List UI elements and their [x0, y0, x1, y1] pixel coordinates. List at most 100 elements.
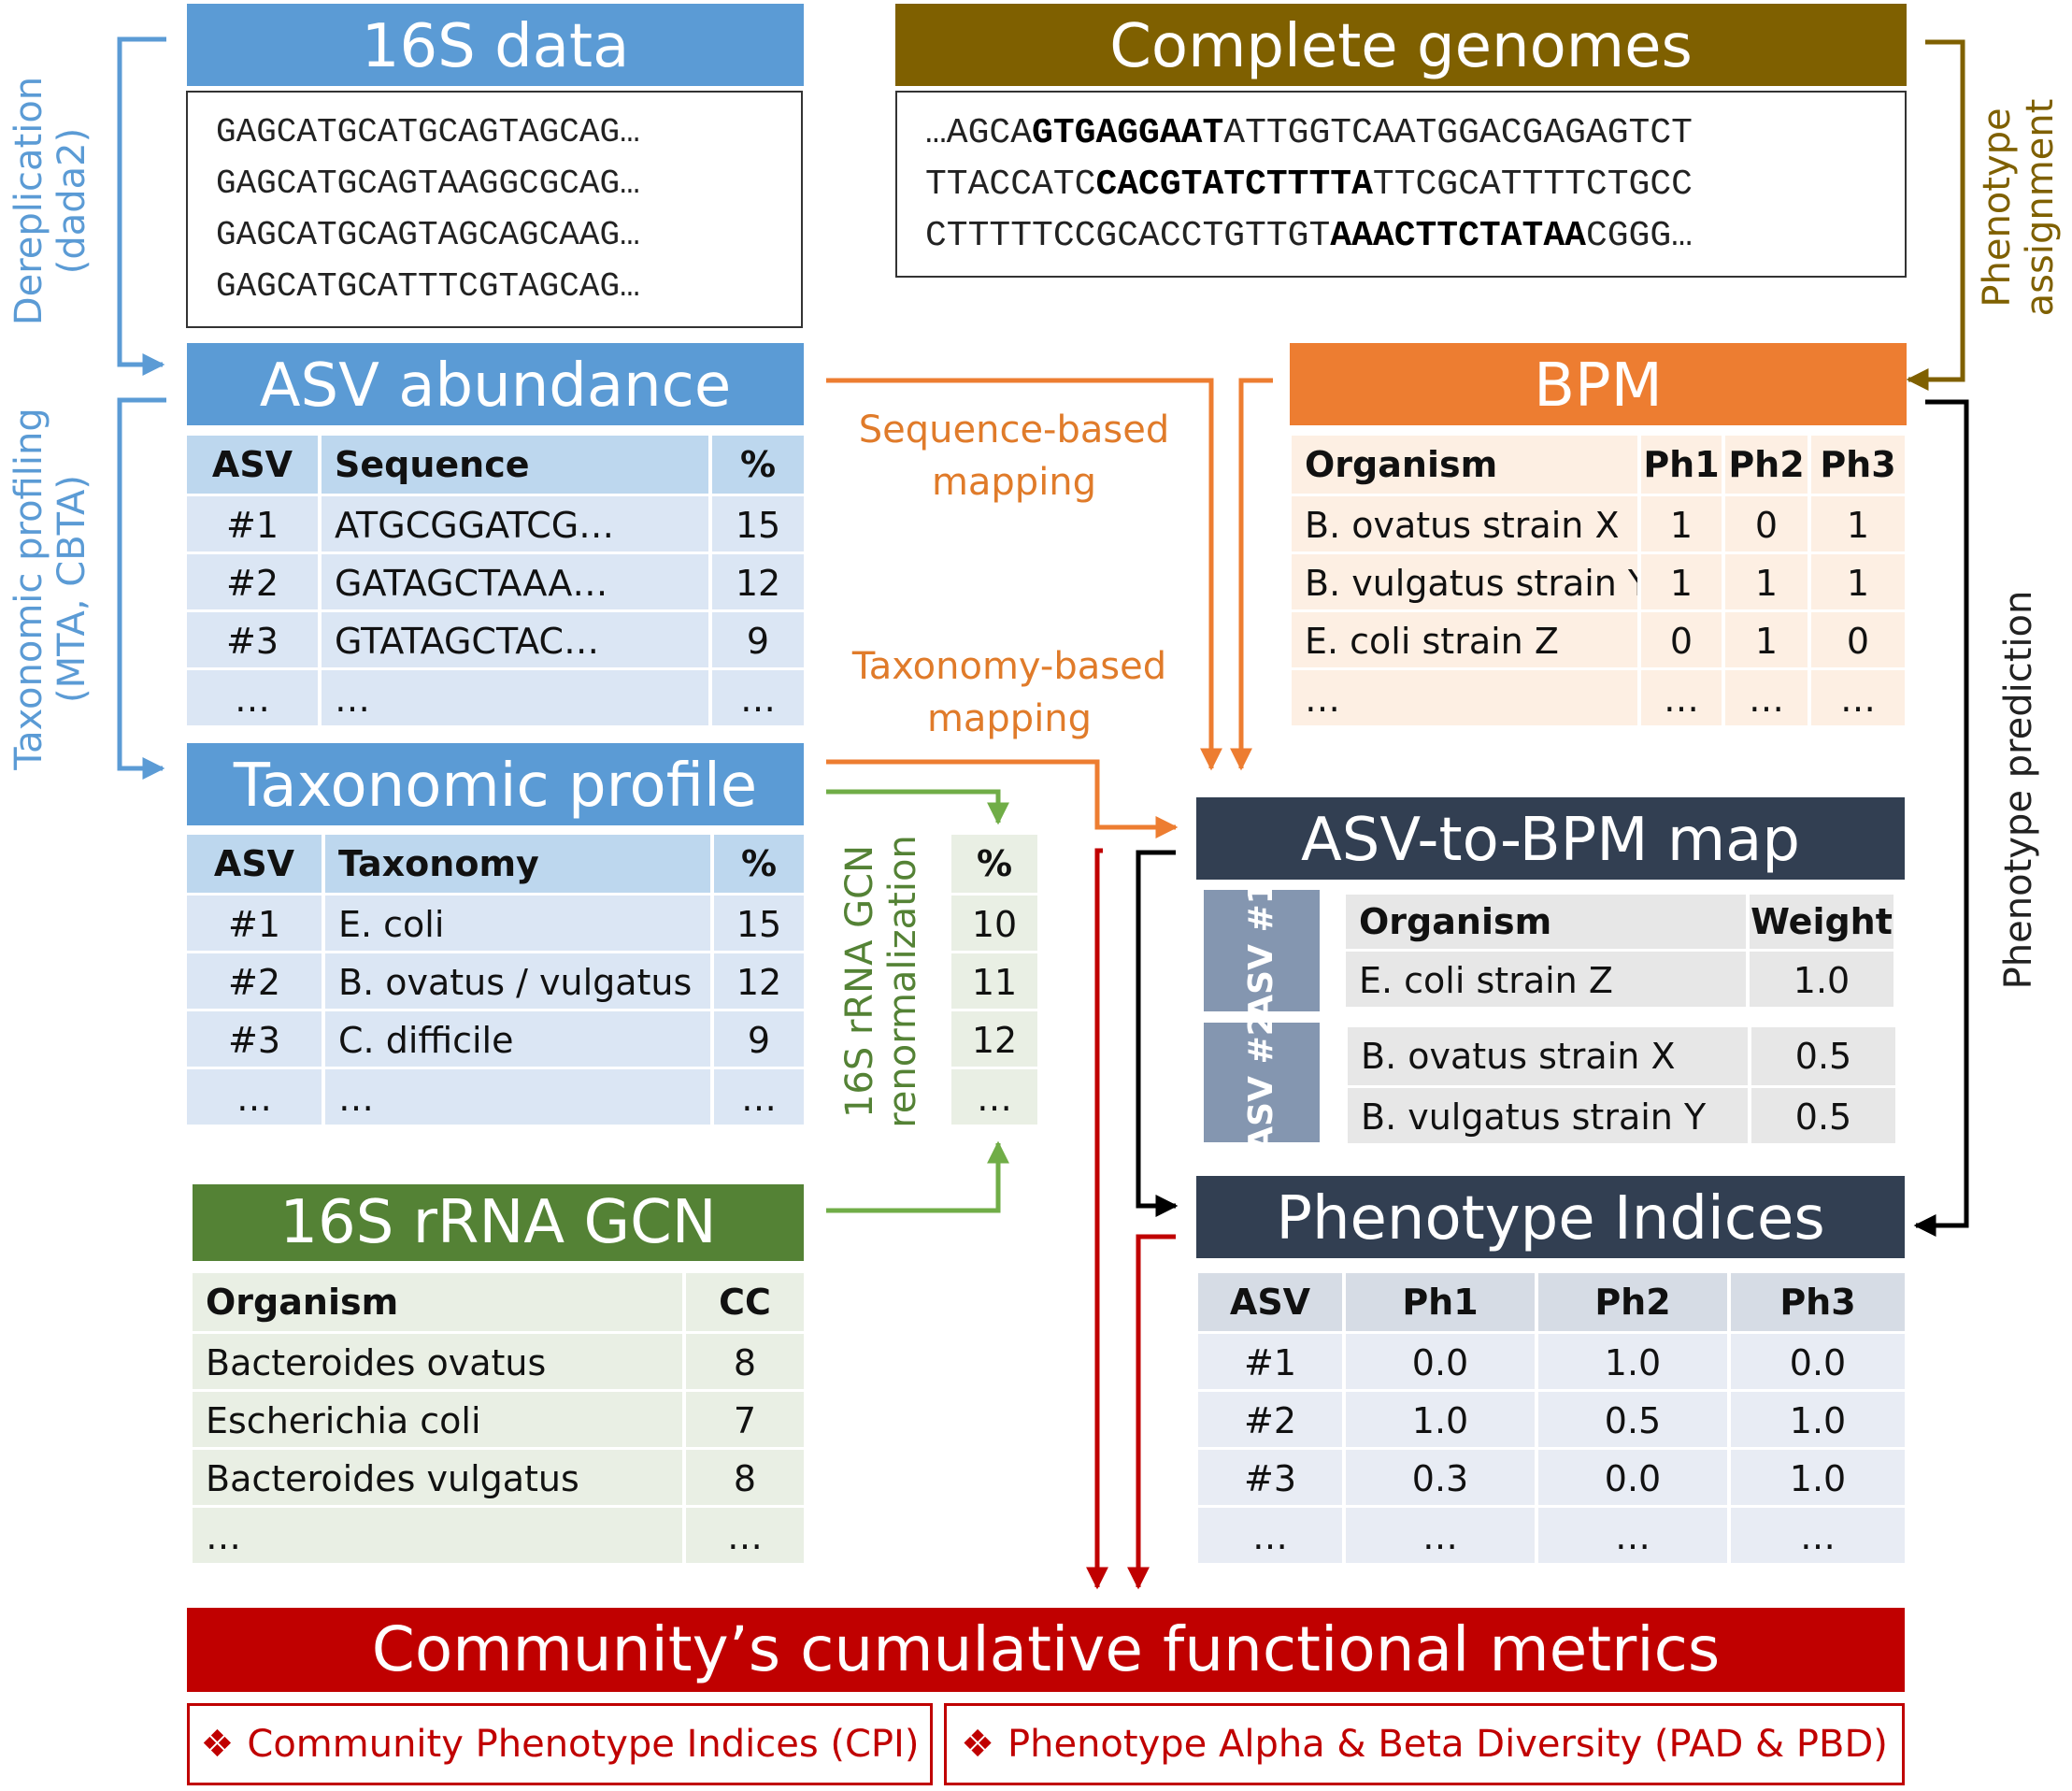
sequence-line: GAGCATGCAGTAAGGCGCAG… — [216, 165, 640, 203]
indices-to-metrics-arrow — [1127, 1234, 1176, 1590]
table-cell: B. ovatus strain X — [1348, 1027, 1748, 1085]
genome-line: …AGCAGTGAGGAATATTGGTCAATGGACGAGAGTCT — [925, 113, 1693, 153]
table-cell: 9 — [714, 1009, 804, 1067]
table-cell: 7 — [686, 1389, 804, 1447]
table-cell: … — [951, 1067, 1037, 1125]
community-metrics-header: Community’s cumulative functional metric… — [187, 1608, 1905, 1692]
sequence-line: GAGCATGCATGCAGTAGCAG… — [216, 113, 640, 151]
table-cell: #1 — [187, 893, 322, 951]
table-header-cell: % — [951, 835, 1037, 893]
taxonomic-profile-table: ASV Taxonomy % #1 E. coli 15 #2 B. ovatu… — [187, 835, 804, 1125]
asv-1-tag: ASV #1 — [1204, 881, 1320, 1021]
table-cell: Bacteroides vulgatus — [193, 1447, 682, 1505]
metric-label: Phenotype Alpha & Beta Diversity (PAD & … — [1007, 1723, 1888, 1766]
table-cell: 1 — [1811, 494, 1905, 552]
metric-pad-pbd: ❖Phenotype Alpha & Beta Diversity (PAD &… — [944, 1703, 1905, 1785]
table-header-cell: Ph2 — [1725, 436, 1808, 494]
table-header-cell: Ph3 — [1811, 436, 1905, 494]
table-cell: E. coli — [325, 893, 710, 951]
table-cell: 1.0 — [1538, 1331, 1727, 1389]
table-cell: 1 — [1641, 494, 1722, 552]
table-cell: … — [1731, 1505, 1905, 1563]
table-cell: #2 — [187, 552, 318, 609]
table-cell: 1.0 — [1731, 1389, 1905, 1447]
table-header-cell: ASV — [187, 436, 318, 494]
table-cell: 1 — [1641, 552, 1722, 609]
gcn-header: 16S rRNA GCN — [193, 1184, 804, 1261]
table-cell: 0.3 — [1346, 1447, 1535, 1505]
table-cell: 0 — [1811, 609, 1905, 667]
table-cell: B. vulgatus strain Y — [1292, 552, 1637, 609]
table-cell: #3 — [187, 1009, 322, 1067]
table-cell: 12 — [714, 951, 804, 1009]
map-to-indices-arrow — [1136, 850, 1179, 1217]
table-header-cell: Ph1 — [1641, 436, 1722, 494]
table-cell: 1 — [1725, 552, 1808, 609]
table-cell: GATAGCTAAA… — [322, 552, 708, 609]
table-cell: … — [187, 667, 318, 725]
table-header-cell: % — [712, 436, 804, 494]
table-header-cell: Ph3 — [1731, 1273, 1905, 1331]
phenotype-prediction-arrow — [1913, 399, 1969, 1237]
table-header-cell: % — [714, 835, 804, 893]
table-cell: 0.0 — [1731, 1331, 1905, 1389]
table-cell: #3 — [187, 609, 318, 667]
taxonomy-mapping-arrow — [826, 759, 1179, 838]
table-cell: 0 — [1641, 609, 1722, 667]
phenotype-indices-header: Phenotype Indices — [1196, 1176, 1905, 1258]
asv-to-bpm-header: ASV-to-BPM map — [1196, 797, 1905, 880]
table-cell: Escherichia coli — [193, 1389, 682, 1447]
table-cell: E. coli strain Z — [1346, 949, 1746, 1007]
renorm-arrow-bottom — [826, 1140, 1009, 1213]
table-cell: 8 — [686, 1331, 804, 1389]
table-cell: 0 — [1725, 494, 1808, 552]
asv-abundance-header: ASV abundance — [187, 343, 804, 425]
table-cell: B. ovatus / vulgatus — [325, 951, 710, 1009]
table-cell: … — [1346, 1505, 1535, 1563]
gcn-table: Organism CC Bacteroides ovatus 8 Escheri… — [193, 1273, 804, 1563]
table-cell: … — [1641, 667, 1722, 725]
table-cell: B. ovatus strain X — [1292, 494, 1637, 552]
table-header-cell: Taxonomy — [325, 835, 710, 893]
dereplication-arrow — [117, 36, 166, 376]
asv-abundance-table: ASV Sequence % #1 ATGCGGATCG… 15 #2 GATA… — [187, 436, 804, 725]
table-cell: C. difficile — [325, 1009, 710, 1067]
table-cell: … — [712, 667, 804, 725]
table-cell: 1.0 — [1750, 949, 1893, 1007]
table-header-cell: ASV — [187, 835, 322, 893]
taxonomic-profiling-label: Taxonomic profiling(MTA, CBTA) — [7, 408, 93, 770]
table-cell: #2 — [187, 951, 322, 1009]
table-header-cell: Organism — [193, 1273, 682, 1331]
table-cell: … — [193, 1505, 682, 1563]
table-header-cell: ASV — [1198, 1273, 1342, 1331]
table-cell: #1 — [187, 494, 318, 552]
table-cell: … — [1292, 667, 1637, 725]
table-cell: … — [325, 1067, 710, 1125]
diamond-icon: ❖ — [200, 1723, 235, 1766]
table-header-cell: Organism — [1292, 436, 1637, 494]
data16s-header: 16S data — [187, 4, 804, 86]
asv-2-tag: ASV #2 — [1204, 1012, 1320, 1153]
table-cell: ATGCGGATCG… — [322, 494, 708, 552]
table-cell: 12 — [951, 1009, 1037, 1067]
table-header-cell: Ph1 — [1346, 1273, 1535, 1331]
table-cell: 0.5 — [1538, 1389, 1727, 1447]
phenotype-prediction-label: Phenotype prediction — [1997, 590, 2040, 990]
table-cell: 11 — [951, 951, 1037, 1009]
bpm-table: Organism Ph1 Ph2 Ph3 B. ovatus strain X … — [1292, 436, 1905, 725]
taxonomic-profiling-arrow — [117, 397, 166, 780]
sequence-line: GAGCATGCAGTAGCAGCAAG… — [216, 216, 640, 254]
table-cell: 0.0 — [1346, 1331, 1535, 1389]
data16s-sequence-box: GAGCATGCATGCAGTAGCAG… GAGCATGCAGTAAGGCGC… — [186, 91, 803, 328]
table-cell: … — [322, 667, 708, 725]
bpm-header: BPM — [1290, 343, 1907, 425]
table-cell: B. vulgatus strain Y — [1348, 1085, 1748, 1143]
phenotype-assignment-arrow — [1906, 39, 1965, 391]
table-header-cell: CC — [686, 1273, 804, 1331]
table-cell: GTATAGCTAC… — [322, 609, 708, 667]
taxonomic-profile-header: Taxonomic profile — [187, 743, 804, 825]
metric-label: Community Phenotype Indices (CPI) — [247, 1723, 920, 1766]
table-cell: … — [1725, 667, 1808, 725]
